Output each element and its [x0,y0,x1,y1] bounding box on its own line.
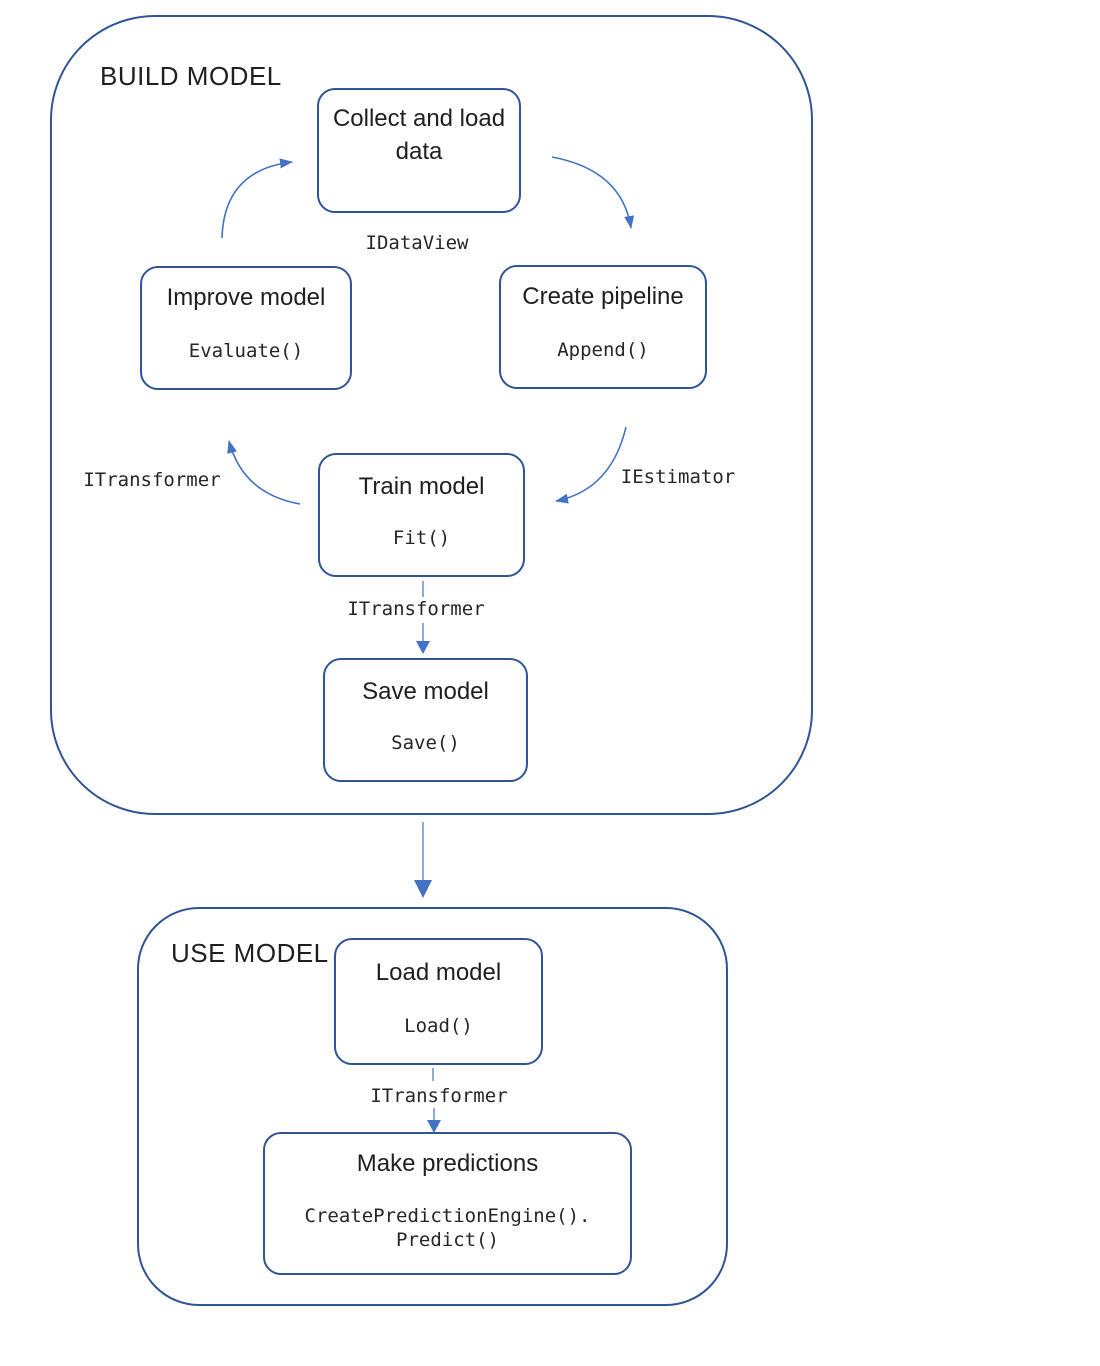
node-create-title: Create pipeline [522,283,684,310]
node-collect-and-load-data: Collect and load data [317,88,521,213]
node-improve-code: Evaluate() [188,340,304,362]
node-train-title: Train model [358,473,485,500]
node-create-pipeline: Create pipeline Append() [499,265,707,389]
node-predict-code-line2: Predict() [396,1229,499,1251]
node-make-predictions: Make predictions CreatePredictionEngine(… [263,1132,632,1275]
node-train-model: Train model Fit() [318,453,525,577]
node-save-model: Save model Save() [323,658,528,782]
edge-label-itransformer-left: ITransformer [83,469,221,491]
node-load-code: Load() [404,1015,473,1037]
node-collect-title-line1: Collect and load [332,105,506,132]
node-predict-title: Make predictions [356,1150,539,1177]
edge-label-idataview: IDataView [365,232,469,254]
edge-label-itransformer-mid: ITransformer [347,598,485,620]
edge-label-iestimator: IEstimator [620,466,736,488]
node-create-code: Append() [557,339,649,361]
node-train-code: Fit() [392,527,451,549]
build-model-container [50,15,813,815]
edge-label-itransformer-use: ITransformer [370,1085,508,1107]
node-predict-code-line1: CreatePredictionEngine(). [304,1205,591,1227]
use-model-container [137,907,728,1306]
node-load-model: Load model Load() [334,938,543,1065]
node-save-code: Save() [391,732,460,754]
node-collect-title-line2: data [395,138,443,165]
use-model-heading: USE MODEL [171,938,329,968]
node-save-title: Save model [362,678,489,705]
build-model-heading: BUILD MODEL [100,61,282,91]
node-improve-model: Improve model Evaluate() [140,266,352,390]
node-load-title: Load model [375,959,502,986]
node-improve-title: Improve model [166,284,326,311]
arrow-build-to-use-head [414,880,432,898]
